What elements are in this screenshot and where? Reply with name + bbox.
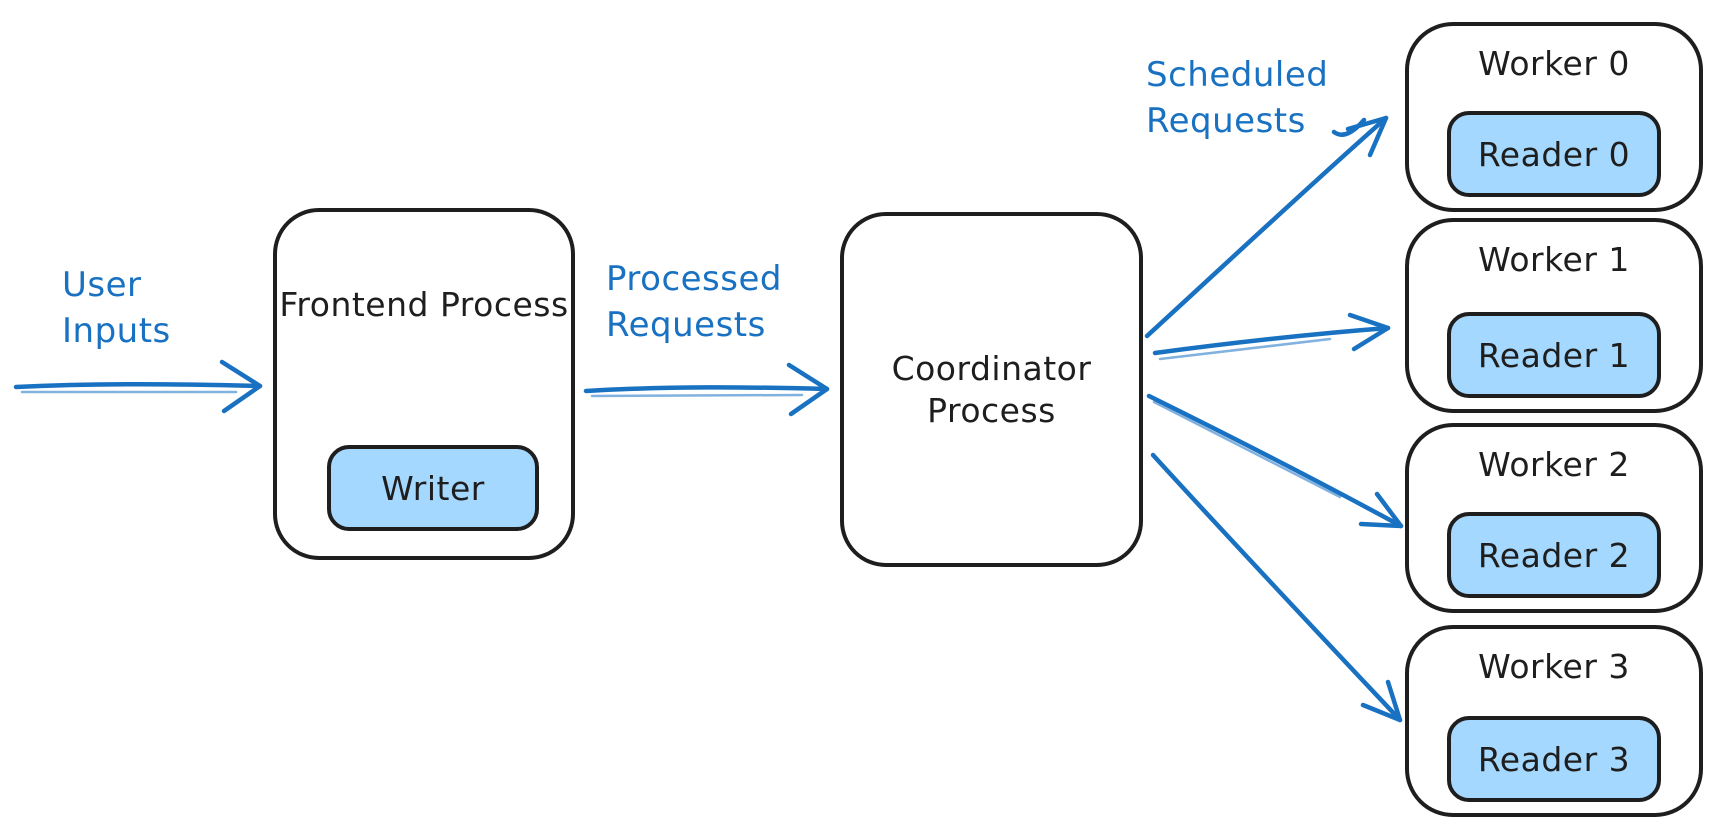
worker-3-node: Worker 3 Reader 3 [1405,625,1703,817]
scheduled-requests-label: Scheduled Requests [1146,55,1329,141]
worker-0-node: Worker 0 Reader 0 [1405,22,1703,212]
user-inputs-label: User Inputs [62,265,171,351]
worker-0-title: Worker 0 [1478,44,1630,83]
worker-2-title: Worker 2 [1478,445,1630,484]
scheduled-arrow-worker-0 [1144,115,1389,339]
reader-3-node: Reader 3 [1447,716,1661,802]
scheduled-arrow-worker-3 [1150,452,1403,723]
processed-requests-arrow [583,362,830,417]
worker-1-node: Worker 1 Reader 1 [1405,218,1703,413]
frontend-process-title: Frontend Process [279,285,569,324]
coordinator-process-node: Coordinator Process [840,212,1143,567]
reader-1-node: Reader 1 [1447,312,1661,398]
user-inputs-arrow [13,359,263,414]
reader-2-node: Reader 2 [1447,512,1661,598]
processed-requests-label: Processed Requests [606,259,782,345]
worker-3-title: Worker 3 [1478,647,1630,686]
coordinator-process-title: Coordinator Process [891,348,1092,430]
scheduled-label-pointer [1331,117,1367,137]
scheduled-arrow-worker-1 [1152,312,1391,361]
writer-node: Writer [327,445,539,531]
scheduled-arrow-worker-2 [1146,393,1404,529]
reader-0-node: Reader 0 [1447,111,1661,197]
frontend-process-node: Frontend Process Writer [273,208,575,560]
worker-2-node: Worker 2 Reader 2 [1405,423,1703,613]
worker-1-title: Worker 1 [1478,240,1630,279]
